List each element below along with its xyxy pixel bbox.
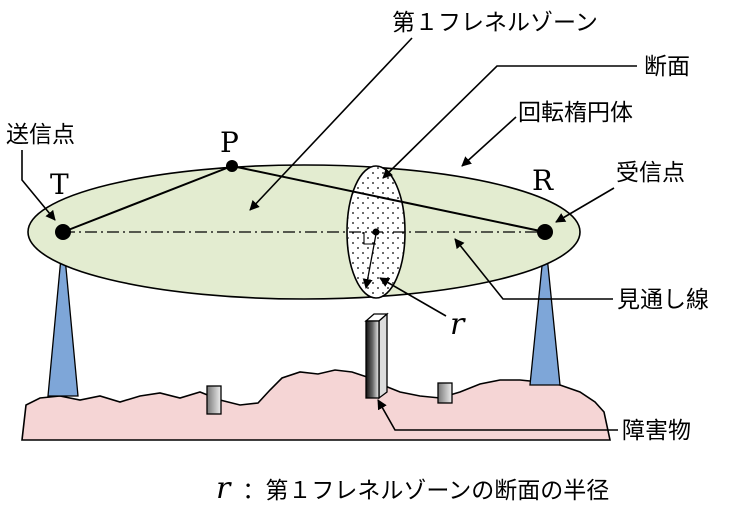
label-radius-symbol: r <box>450 307 466 342</box>
label-ellipsoid: 回転楕円体 <box>518 100 633 126</box>
leader-line-of-sight <box>454 238 613 300</box>
footnote-text: ：第１フレネルゾーンの断面の半径 <box>242 478 609 504</box>
obstacle-building <box>365 320 380 399</box>
leader-radius <box>379 277 447 317</box>
center-dot <box>372 228 380 236</box>
point-t-dot <box>55 224 71 240</box>
label-obstacle: 障害物 <box>622 418 691 444</box>
small-building-right <box>437 382 453 404</box>
fresnel-ellipsoid <box>27 164 581 300</box>
label-point-p: P <box>220 126 239 159</box>
small-building-left <box>206 385 222 415</box>
point-r-dot <box>537 224 553 240</box>
label-receive-point: 受信点 <box>616 160 685 186</box>
tower-receive <box>529 235 561 386</box>
label-cross-section: 断面 <box>644 54 690 80</box>
label-line-of-sight: 見通し線 <box>617 287 709 313</box>
label-fresnel-zone: 第１フレネルゾーン <box>392 10 598 36</box>
label-point-t: T <box>50 168 69 201</box>
footnote: r ：第１フレネルゾーンの断面の半径 <box>216 471 609 506</box>
leader-obstacle <box>377 399 618 431</box>
leader-ellipsoid <box>461 116 517 167</box>
point-p-dot <box>226 160 238 172</box>
label-point-r: R <box>532 164 554 197</box>
leader-cross-section <box>382 65 637 179</box>
leader-transmit <box>21 150 56 221</box>
tower-transmit <box>47 235 79 397</box>
leader-fresnel <box>249 37 413 211</box>
leader-receive <box>555 187 615 223</box>
label-transmit-point: 送信点 <box>6 122 75 148</box>
right-angle-mark <box>363 232 376 245</box>
radius-line <box>362 233 377 289</box>
footnote-symbol: r <box>216 471 232 506</box>
obstacle-building-side <box>378 312 388 400</box>
